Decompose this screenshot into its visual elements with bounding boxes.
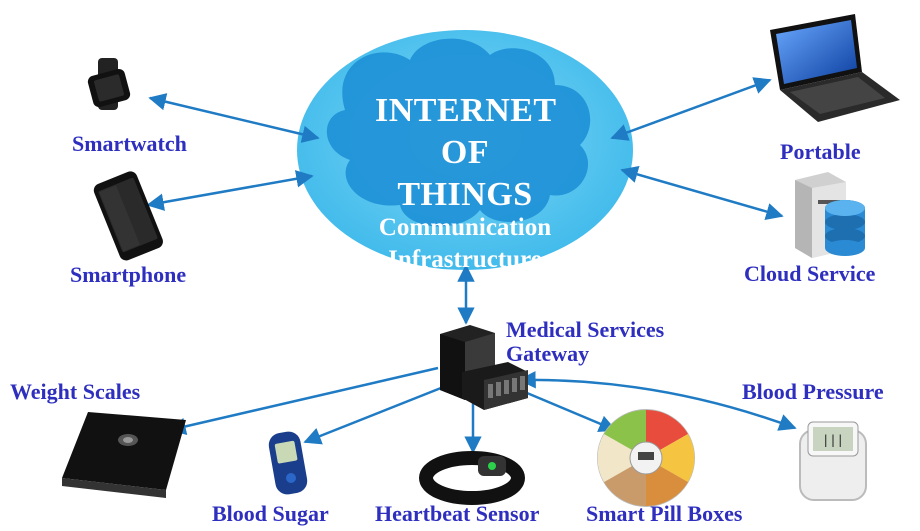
cloud-shape — [297, 30, 633, 270]
arrow-smartwatch — [148, 93, 320, 143]
smartwatch-icon — [87, 58, 131, 110]
cloud-title-line-2: OF — [440, 134, 490, 171]
database-server-icon — [795, 172, 865, 258]
svg-text:|||: ||| — [822, 433, 844, 447]
cloud-title-line-3: THINGS — [397, 176, 533, 213]
label-gateway-line-2: Gateway — [506, 341, 590, 366]
arrow-cloud-service — [620, 165, 784, 221]
label-portable: Portable — [780, 139, 861, 164]
cloud-title-line-1: INTERNET — [375, 92, 557, 129]
label-smartwatch: Smartwatch — [72, 131, 187, 156]
arrow-weight-scales — [168, 366, 439, 435]
arrow-blood-pressure — [518, 371, 797, 431]
arrow-portable — [610, 77, 772, 141]
arrow-smartphone — [146, 170, 314, 211]
label-blood-pressure: Blood Pressure — [742, 379, 884, 404]
cloud-subtitle-line-1: Communication — [378, 214, 552, 241]
arrow-blood-sugar — [303, 384, 447, 445]
connection-arrows — [146, 77, 797, 454]
scale-icon — [62, 412, 186, 498]
label-smart-pill-boxes: Smart Pill Boxes — [586, 501, 743, 526]
chest-strap-icon — [419, 451, 525, 505]
server-tower-icon — [440, 325, 528, 410]
label-blood-sugar: Blood Sugar — [212, 501, 329, 526]
arrow-pill-box — [526, 391, 617, 432]
laptop-icon — [770, 14, 900, 122]
label-gateway-line-1: Medical Services — [506, 317, 665, 342]
label-heartbeat-sensor: Heartbeat Sensor — [375, 501, 540, 526]
blood-pressure-monitor-icon: ||| — [799, 421, 867, 501]
label-cloud-service: Cloud Service — [744, 261, 876, 286]
pill-box-icon — [597, 409, 695, 507]
cloud-subtitle-line-2: Infrastructure — [388, 246, 542, 273]
glucose-meter-icon — [268, 431, 308, 495]
smartphone-icon — [93, 171, 163, 261]
label-weight-scales: Weight Scales — [10, 379, 141, 404]
label-smartphone: Smartphone — [70, 262, 187, 287]
